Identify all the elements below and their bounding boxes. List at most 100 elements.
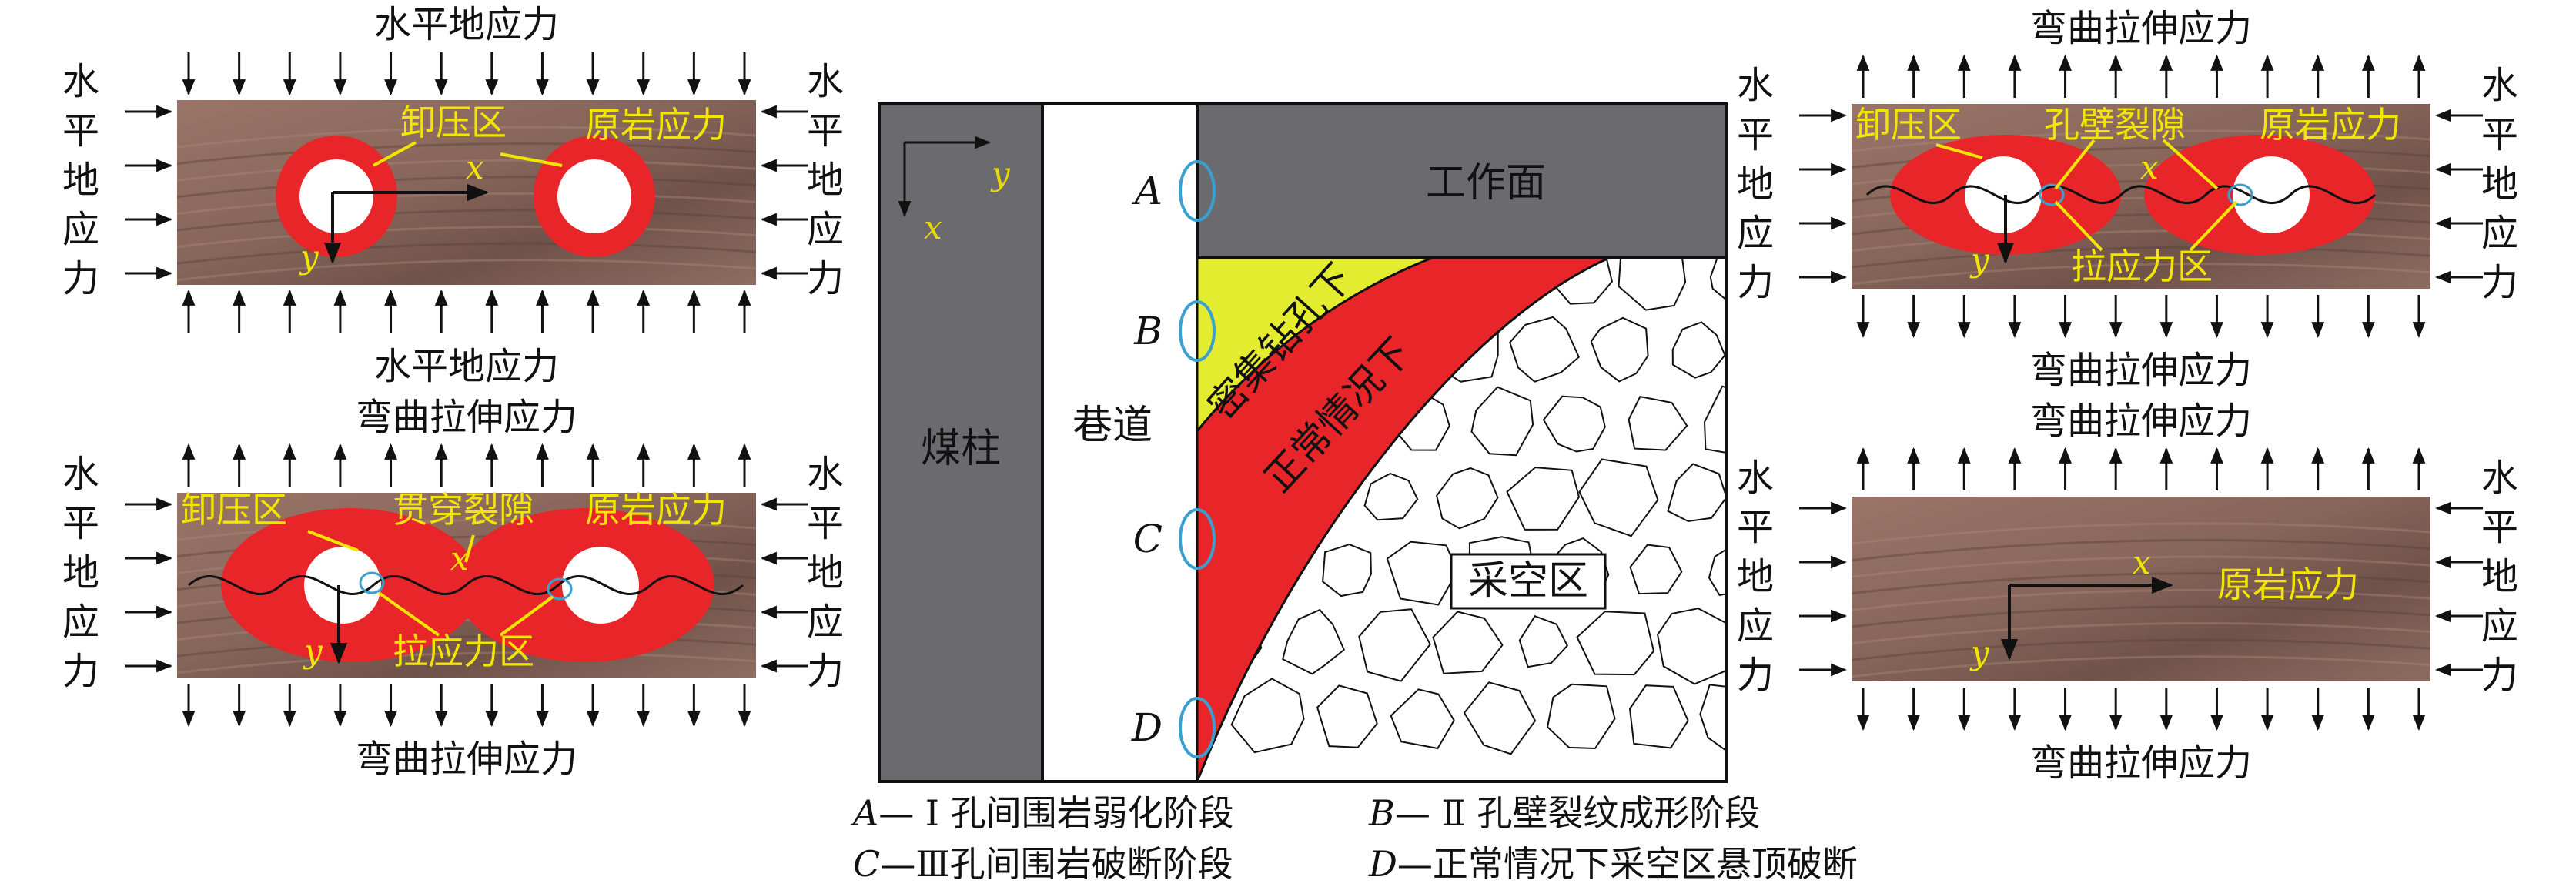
panel_tr-right-label-char: 地 [2481, 162, 2518, 206]
working-face [1196, 102, 1728, 259]
panel_br-right-label-char: 地 [2481, 555, 2518, 598]
axis-y-label: y [1969, 241, 1990, 279]
crack-label: 贯穿裂隙 [393, 489, 534, 531]
caption-b: B— Ⅱ 孔壁裂纹成形阶段 [1369, 792, 1761, 834]
leader-line [500, 152, 563, 167]
rock-texture [176, 259, 757, 282]
rubble-block [1230, 678, 1305, 754]
stage-label-point_b: B [1133, 309, 1163, 353]
original-stress-label: 原岩应力 [585, 104, 727, 146]
rubble-block [1363, 472, 1419, 521]
stage-label-point_c: C [1133, 517, 1163, 561]
tension-zone-marker [2039, 183, 2065, 206]
stage-marker-point_c [1179, 508, 1216, 570]
panel_tr-left-label-char: 水 [1737, 64, 1774, 107]
leader-line [1935, 143, 1983, 159]
rubble-block [1432, 611, 1504, 674]
rubble-block [1657, 608, 1726, 685]
tension-zone-marker [359, 571, 385, 594]
stage-label-point_d: D [1131, 705, 1163, 750]
borehole-left [1965, 156, 2042, 233]
axis-y-label: y [299, 238, 319, 276]
rock-texture [1851, 588, 2431, 611]
panel_bl-right-label-char: 应 [807, 601, 844, 644]
panel_bl-left-label-char: 水 [62, 453, 99, 496]
rubble-block [1316, 684, 1378, 748]
borehole-right [562, 547, 639, 624]
axis-y-label: y [1969, 634, 1990, 671]
rubble-block [1542, 395, 1606, 453]
panel_bl-left-label-char: 力 [62, 650, 99, 693]
goaf-label: 采空区 [1468, 558, 1588, 604]
panel_tr-right-label-char: 力 [2481, 261, 2518, 304]
rubble-block [1618, 258, 1687, 311]
borehole-left [304, 547, 381, 624]
panel_tr-bottom-label: 弯曲拉伸应力 [2030, 349, 2252, 392]
rubble-block [1463, 681, 1537, 755]
panel_br-right-label-char: 水 [2481, 457, 2518, 500]
tension-zone-marker [547, 577, 573, 601]
panel_tl-left-label-char: 平 [62, 109, 99, 152]
rock-texture [176, 142, 757, 166]
panel_tl-group [176, 100, 757, 285]
original-stress-label: 原岩应力 [2260, 104, 2401, 146]
panel_bl-left-label-char: 地 [62, 551, 99, 594]
leader-line [2054, 200, 2103, 252]
axis-x-label: x [2140, 149, 2159, 186]
rock-texture [1851, 638, 2431, 661]
caption-a: A— Ⅰ 孔间围岩弱化阶段 [853, 792, 1234, 834]
rock-texture [1851, 572, 2431, 595]
rock-texture [1851, 229, 2431, 253]
rubble-block [1506, 467, 1581, 531]
rubble-block [1671, 321, 1726, 379]
working-face-label: 工作面 [1426, 160, 1546, 206]
panel_bl-right-label-char: 水 [807, 453, 844, 496]
rock-panels [176, 100, 2431, 681]
rock-texture [176, 651, 757, 674]
rock-texture [1851, 555, 2431, 578]
leader-line [464, 534, 475, 563]
panel_tl-bottom-label: 水平地应力 [374, 345, 559, 388]
rock-texture [1851, 246, 2431, 269]
rubble-block [1576, 611, 1655, 676]
center-diagram [878, 102, 1728, 783]
rock-texture [1851, 655, 2431, 678]
rubble-block [1386, 541, 1459, 606]
panel_tl-right-label-char: 应 [807, 208, 844, 251]
rock-texture [176, 159, 757, 182]
panel_br-left-label-char: 力 [1737, 654, 1774, 697]
panel_br-left-label-char: 水 [1737, 457, 1774, 500]
panel_tr-left-label-char: 地 [1737, 162, 1774, 206]
panel_br-bottom-label: 弯曲拉伸应力 [2030, 741, 2252, 785]
original-stress-label: 原岩应力 [585, 489, 727, 531]
panel_bl-top-label: 弯曲拉伸应力 [356, 396, 577, 439]
rubble-block [1703, 385, 1726, 457]
rock-texture [176, 176, 757, 199]
normal-zone [1196, 256, 1610, 782]
rock-texture [176, 209, 757, 232]
axis-x-label: x [450, 540, 469, 577]
panel_tr-right-label-char: 水 [2481, 64, 2518, 107]
rubble-block [1629, 544, 1683, 595]
borehole-left [299, 159, 373, 233]
stage-marker-point_a [1179, 160, 1216, 222]
panel_bl-right-label-char: 地 [807, 551, 844, 594]
roadway-label: 巷道 [1072, 403, 1153, 449]
tension-zone-label: 拉应力区 [393, 631, 534, 672]
stress-arrows [125, 52, 2483, 731]
rubble-block [1708, 544, 1726, 596]
rubble-block [1436, 467, 1499, 530]
borehole-right [557, 159, 631, 233]
rubble-block [1518, 614, 1569, 668]
rubble-block [1699, 684, 1726, 756]
rubble-block [1470, 386, 1534, 457]
rubble-block [1667, 463, 1726, 523]
panel_bl-right-label-char: 平 [807, 502, 844, 545]
axis-x-label: x [466, 149, 484, 186]
stage-label-point_a: A [1132, 169, 1163, 213]
panel_br-top-label: 弯曲拉伸应力 [2030, 400, 2252, 443]
axis-x-label: x [924, 209, 942, 246]
panel_br-right-label-char: 平 [2481, 506, 2518, 549]
panel_tl-right-label-char: 水 [807, 60, 844, 103]
